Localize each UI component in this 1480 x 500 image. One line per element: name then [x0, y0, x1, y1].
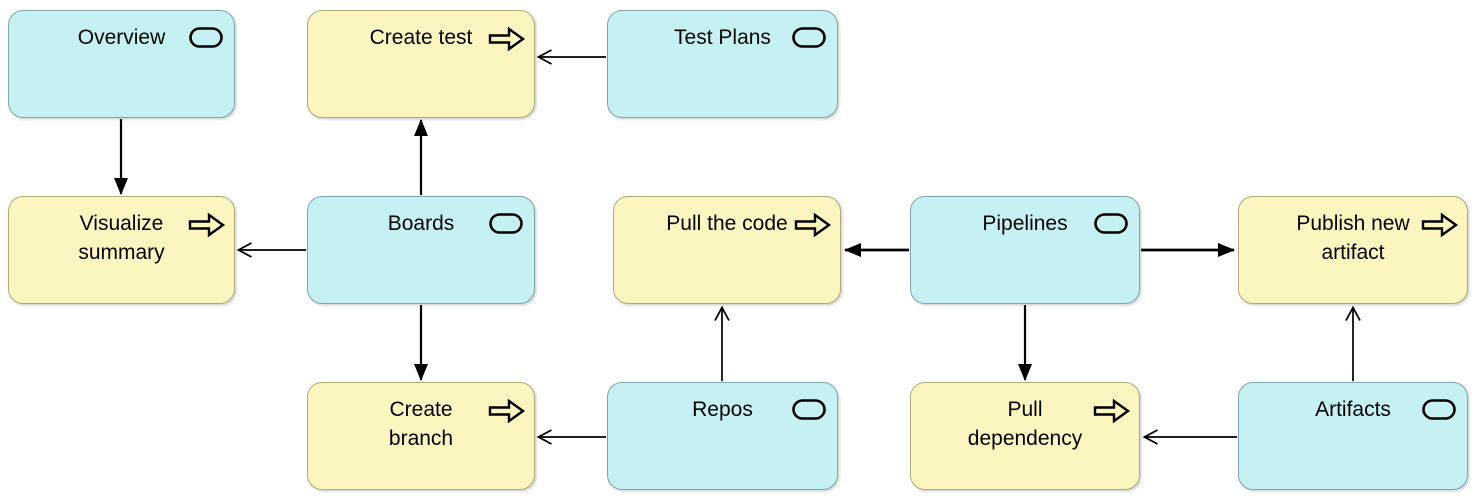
- capsule-icon: [1093, 212, 1129, 236]
- node-pull-the-code[interactable]: Pull the code: [613, 196, 841, 304]
- node-test-plans[interactable]: Test Plans: [607, 10, 838, 118]
- node-pipelines[interactable]: Pipelines: [910, 196, 1140, 304]
- block-arrow-icon: [488, 398, 526, 424]
- node-visualize-summary[interactable]: Visualize summary: [8, 196, 235, 304]
- node-pull-dependency-label: Pull dependency: [967, 398, 1083, 450]
- node-artifacts-label: Artifacts: [1315, 398, 1391, 421]
- node-create-branch-label: Create branch: [388, 398, 454, 450]
- block-arrow-icon: [188, 212, 226, 238]
- node-publish-new-artifact-label: Publish new artifact: [1296, 212, 1410, 264]
- node-create-test-label: Create test: [369, 26, 473, 49]
- node-create-branch[interactable]: Create branch: [307, 382, 535, 490]
- capsule-icon: [1421, 398, 1457, 422]
- node-pull-the-code-label: Pull the code: [666, 212, 788, 235]
- block-arrow-icon: [794, 212, 832, 238]
- block-arrow-icon: [1421, 212, 1459, 238]
- block-arrow-icon: [488, 26, 526, 52]
- node-boards-label: Boards: [387, 212, 455, 235]
- node-overview[interactable]: Overview: [8, 10, 235, 118]
- node-create-test[interactable]: Create test: [307, 10, 535, 118]
- node-repos[interactable]: Repos: [607, 382, 838, 490]
- capsule-icon: [188, 26, 224, 50]
- capsule-icon: [488, 212, 524, 236]
- node-visualize-summary-label: Visualize summary: [78, 212, 165, 264]
- capsule-icon: [791, 398, 827, 422]
- node-publish-new-artifact[interactable]: Publish new artifact: [1238, 196, 1468, 304]
- node-pull-dependency[interactable]: Pull dependency: [910, 382, 1140, 490]
- node-overview-label: Overview: [77, 26, 166, 49]
- node-artifacts[interactable]: Artifacts: [1238, 382, 1468, 490]
- block-arrow-icon: [1093, 398, 1131, 424]
- node-pipelines-label: Pipelines: [982, 212, 1068, 235]
- node-test-plans-label: Test Plans: [674, 26, 771, 49]
- node-boards[interactable]: Boards: [307, 196, 535, 304]
- capsule-icon: [791, 26, 827, 50]
- node-repos-label: Repos: [692, 398, 753, 421]
